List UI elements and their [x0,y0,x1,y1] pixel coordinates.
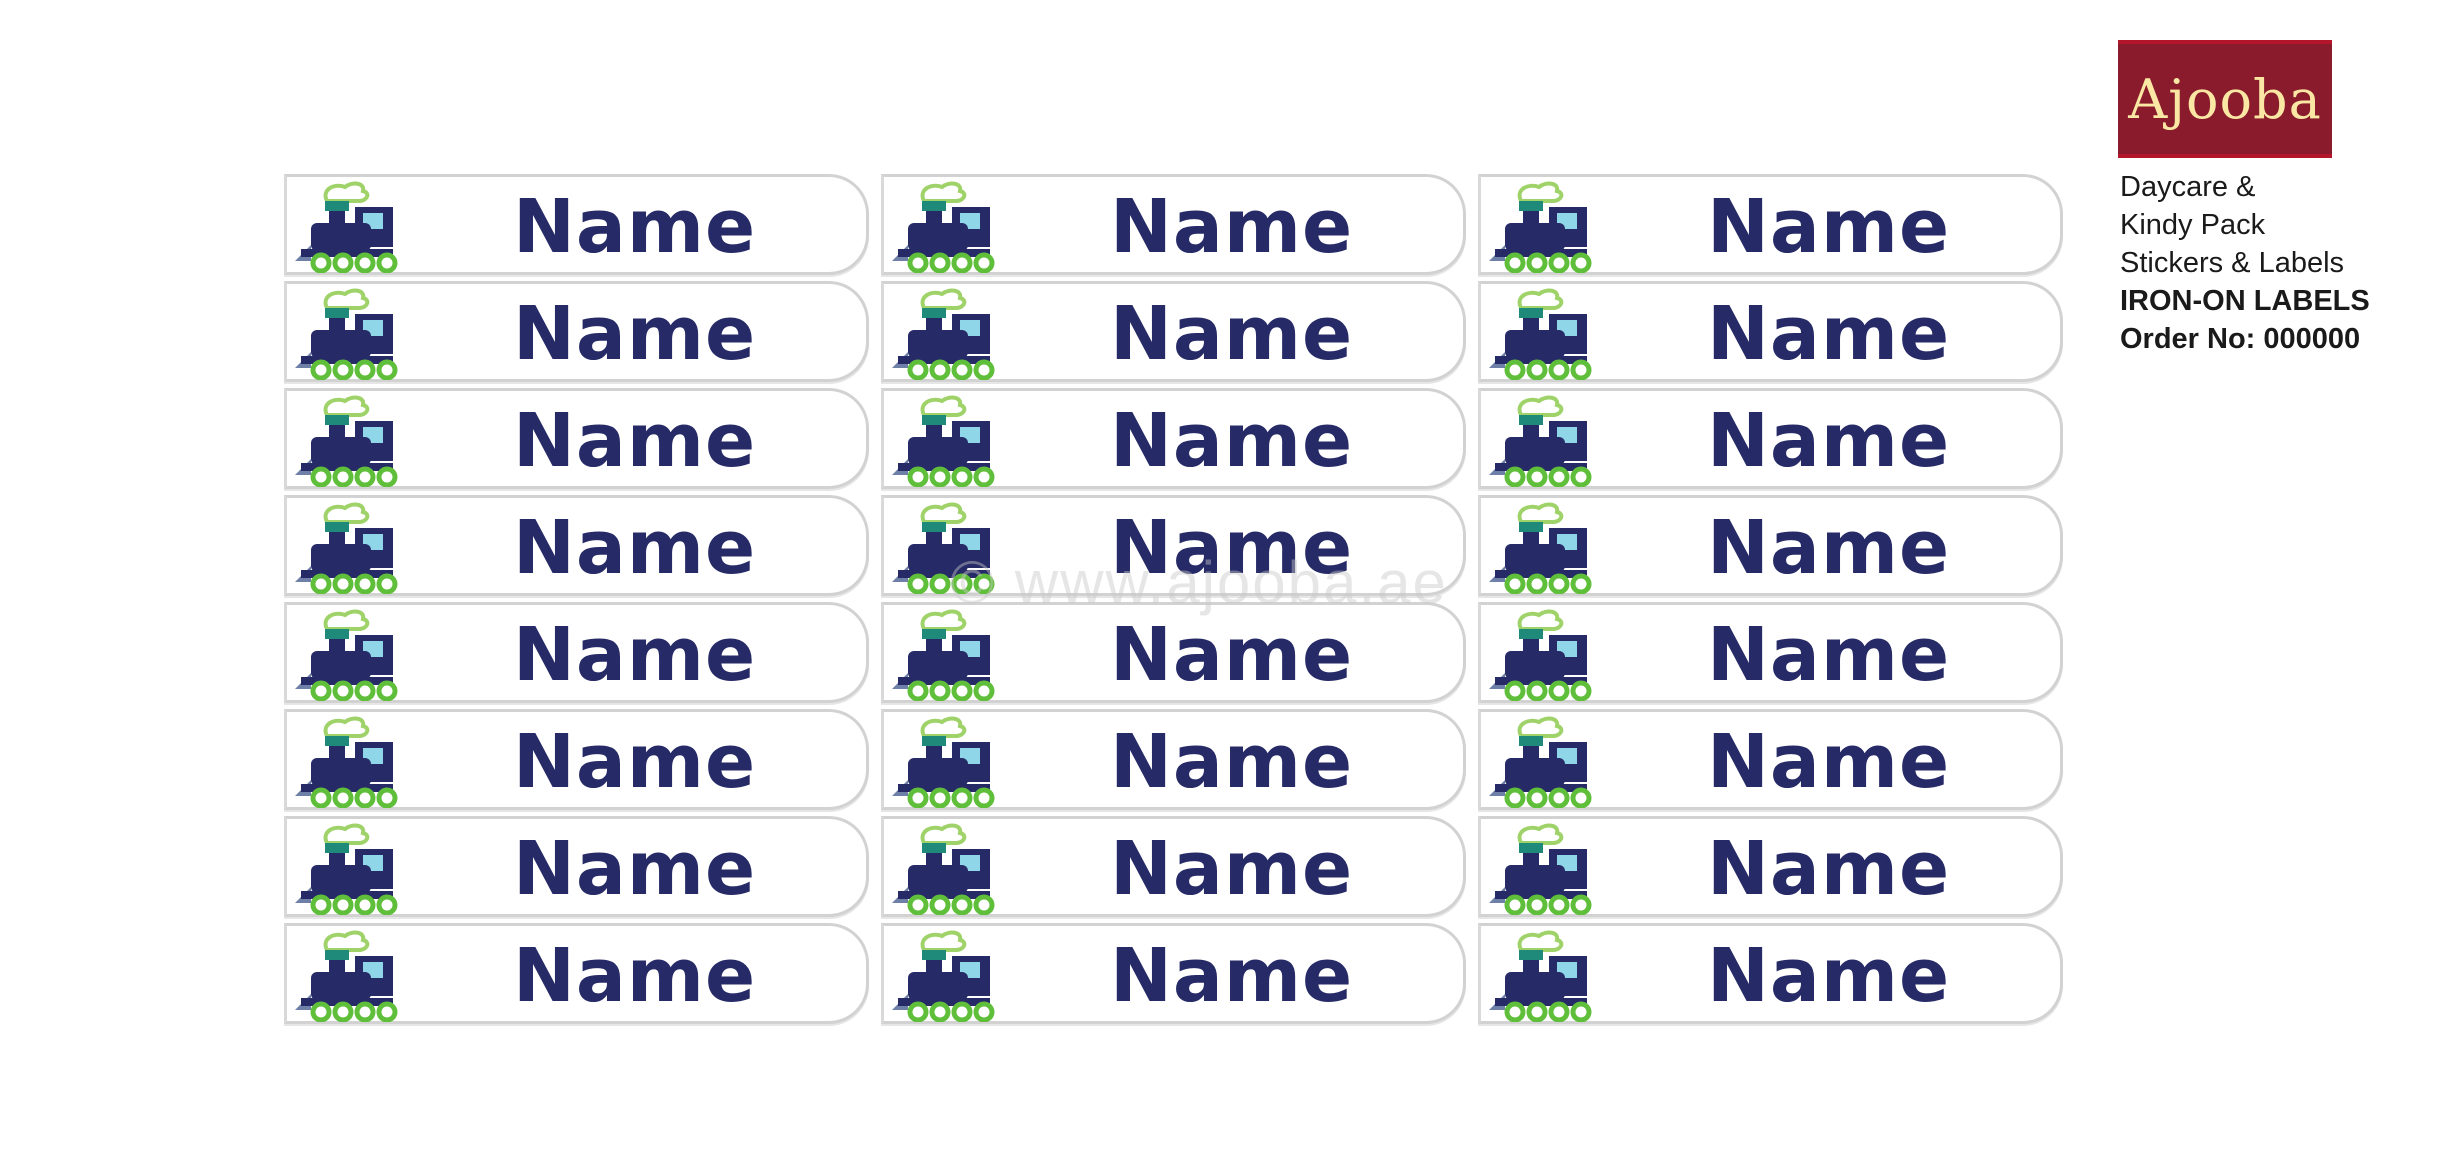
label-name-text: Name [513,826,757,912]
train-icon [1485,179,1597,274]
train-icon [291,393,403,488]
train-icon [1485,393,1597,488]
order-info: Daycare & Kindy Pack Stickers & Labels I… [2120,168,2370,358]
name-label: Name [881,816,1466,917]
train-icon [291,286,403,381]
label-name-text: Name [1707,184,1951,270]
label-name-text: Name [513,719,757,805]
name-label: Name [881,602,1466,703]
train-icon [291,179,403,274]
train-icon [291,714,403,809]
info-line-stickers: Stickers & Labels [2120,247,2345,279]
train-icon [291,607,403,702]
label-name-text: Name [1110,291,1354,377]
name-label: Name [881,495,1466,596]
info-line-daycare: Daycare & [2120,171,2256,203]
train-icon [1485,714,1597,809]
label-name-text: Name [1110,398,1354,484]
name-label: Name [284,388,869,489]
train-icon [1485,928,1597,1023]
ajooba-logo: Ajooba [2118,40,2332,158]
name-label: Name [1478,602,2063,703]
label-name-text: Name [1110,612,1354,698]
logo-text: Ajooba [2128,67,2322,131]
label-name-text: Name [1707,291,1951,377]
name-label: Name [1478,495,2063,596]
train-icon [1485,821,1597,916]
name-label: Name [881,281,1466,382]
train-icon [888,714,1000,809]
train-icon [888,286,1000,381]
info-line-kindy: Kindy Pack [2120,209,2266,241]
label-name-text: Name [513,505,757,591]
train-icon [888,928,1000,1023]
name-label: Name [1478,709,2063,810]
train-icon [888,500,1000,595]
name-label: Name [881,709,1466,810]
label-name-text: Name [1707,826,1951,912]
label-name-text: Name [1707,398,1951,484]
train-icon [1485,500,1597,595]
name-label: Name [1478,174,2063,275]
train-icon [291,500,403,595]
label-name-text: Name [1110,826,1354,912]
name-label: Name [881,923,1466,1024]
train-icon [291,821,403,916]
label-name-text: Name [1110,719,1354,805]
train-icon [888,607,1000,702]
train-icon [1485,286,1597,381]
label-name-text: Name [1110,184,1354,270]
name-label: Name [284,495,869,596]
label-name-text: Name [513,291,757,377]
label-name-text: Name [513,184,757,270]
name-label: Name [284,923,869,1024]
train-icon [888,393,1000,488]
order-number: Order No: 000000 [2120,323,2361,355]
label-name-text: Name [1707,933,1951,1019]
name-label: Name [881,388,1466,489]
name-label: Name [284,709,869,810]
train-icon [888,179,1000,274]
watermark: © www.ajooba.ae [950,549,1448,616]
train-icon [888,821,1000,916]
info-line-iron-on: IRON-ON LABELS [2120,285,2370,317]
name-label: Name [284,602,869,703]
name-label: Name [1478,281,2063,382]
label-name-text: Name [513,933,757,1019]
train-icon [1485,607,1597,702]
label-name-text: Name [1707,505,1951,591]
name-label: Name [284,816,869,917]
name-label: Name [284,281,869,382]
name-label: Name [881,174,1466,275]
label-name-text: Name [513,612,757,698]
name-label: Name [1478,388,2063,489]
name-label: Name [1478,816,2063,917]
label-name-text: Name [1707,719,1951,805]
name-label: Name [284,174,869,275]
train-icon [291,928,403,1023]
name-label: Name [1478,923,2063,1024]
label-name-text: Name [1707,612,1951,698]
label-name-text: Name [513,398,757,484]
label-name-text: Name [1110,933,1354,1019]
label-name-text: Name [1110,505,1354,591]
